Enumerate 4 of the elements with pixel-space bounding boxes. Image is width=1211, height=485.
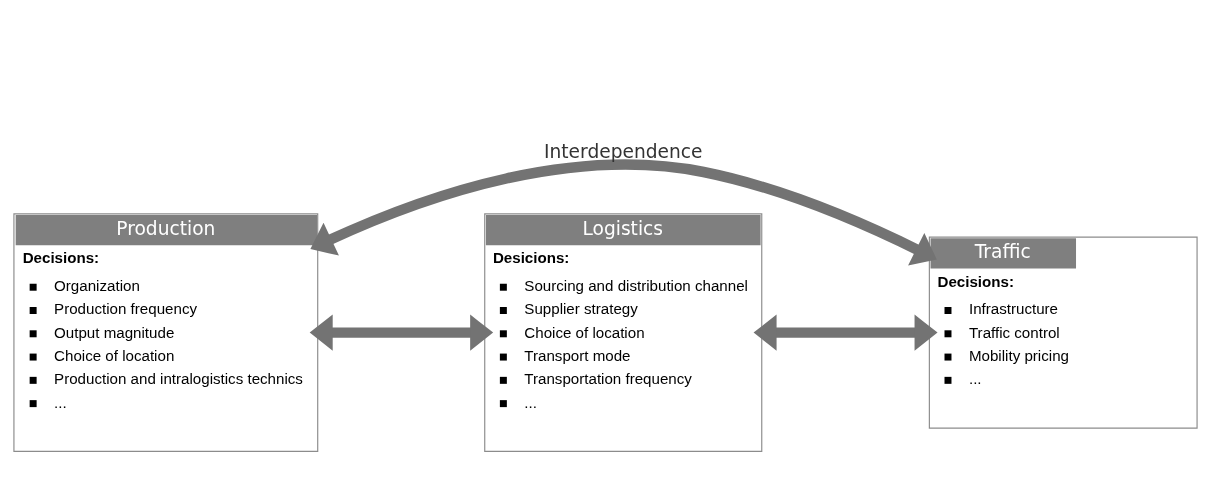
edge-label: Interdependence	[544, 140, 703, 162]
arrow	[310, 159, 937, 265]
arrow	[309, 314, 494, 351]
arrow	[753, 314, 938, 351]
